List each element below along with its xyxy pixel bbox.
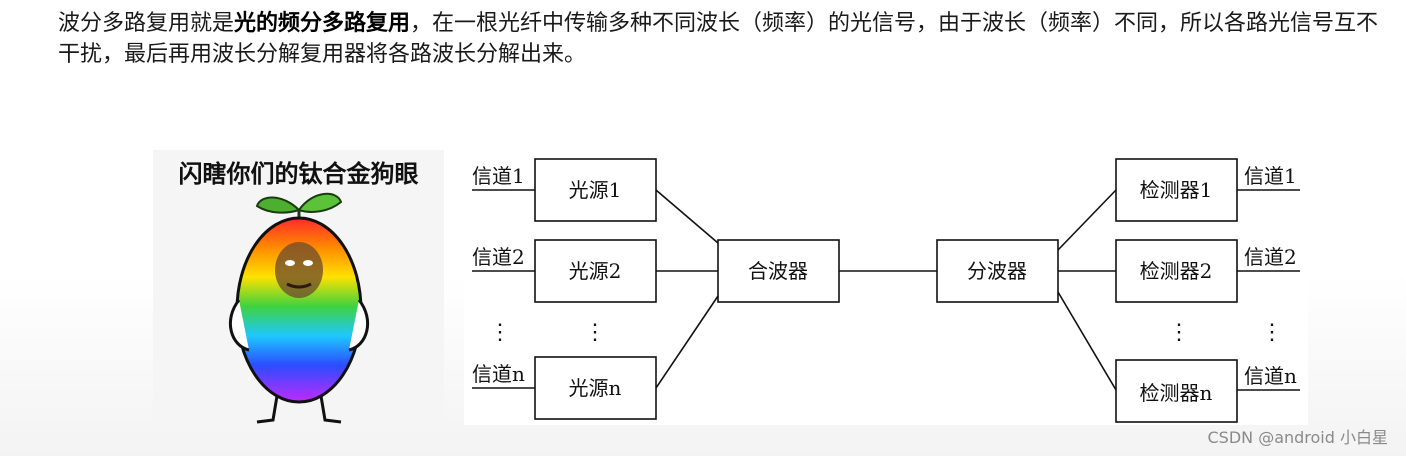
detector-box-n <box>1115 359 1238 423</box>
detector-label-2: 检测器2 <box>1140 259 1213 283</box>
wdm-diagram: 信道1 信道2 信道n 光源1 光源2 光源n ⋮ ⋮ ⋮ ⋮ 合波器 分波器 … <box>464 152 1308 425</box>
output-channel-label-2: 信道2 <box>1244 245 1297 269</box>
watermark: CSDN @android 小白星 <box>1207 428 1388 447</box>
output-channel-ellipsis: ⋮ <box>1261 320 1283 345</box>
input-channel-ellipsis: ⋮ <box>489 320 511 345</box>
link-demux-detectorn <box>1057 291 1117 391</box>
source-label-2: 光源2 <box>569 259 622 283</box>
rainbow-bean-character-icon <box>228 192 370 424</box>
paragraph-rest: ，在一根光纤中传输多种不同波长（频率）的光信号，由于波长（频率）不同，所以各路光… <box>58 11 1379 67</box>
wdm-diagram-svg: 信道1 信道2 信道n 光源1 光源2 光源n ⋮ ⋮ ⋮ ⋮ 合波器 分波器 … <box>472 158 1300 423</box>
link-source1-mux <box>655 189 719 244</box>
detector-label-n: 检测器n <box>1140 381 1213 405</box>
source-label-1: 光源1 <box>569 178 622 202</box>
meme-image: 闪瞎你们的钛合金狗眼 <box>153 150 444 430</box>
demultiplexer-label: 分波器 <box>967 259 1027 283</box>
input-channel-label-2: 信道2 <box>472 245 525 269</box>
output-channel-label-n: 信道n <box>1244 364 1297 388</box>
output-channel-label-1: 信道1 <box>1244 164 1297 188</box>
source-label-n: 光源n <box>569 376 622 400</box>
input-channel-label-n: 信道n <box>472 362 525 386</box>
paragraph-intro: 波分多路复用就是 <box>58 11 235 36</box>
source-ellipsis: ⋮ <box>584 320 606 345</box>
input-channel-label-1: 信道1 <box>472 164 525 188</box>
description-paragraph: 波分多路复用就是光的频分多路复用，在一根光纤中传输多种不同波长（频率）的光信号，… <box>58 8 1388 70</box>
link-sourcen-mux <box>655 295 719 389</box>
detector-label-1: 检测器1 <box>1140 178 1213 202</box>
paragraph-bold-term: 光的频分多路复用 <box>234 11 411 36</box>
detector-ellipsis: ⋮ <box>1168 320 1190 345</box>
multiplexer-label: 合波器 <box>748 259 808 283</box>
link-demux-detector1 <box>1057 189 1117 251</box>
meme-caption: 闪瞎你们的钛合金狗眼 <box>178 160 419 188</box>
